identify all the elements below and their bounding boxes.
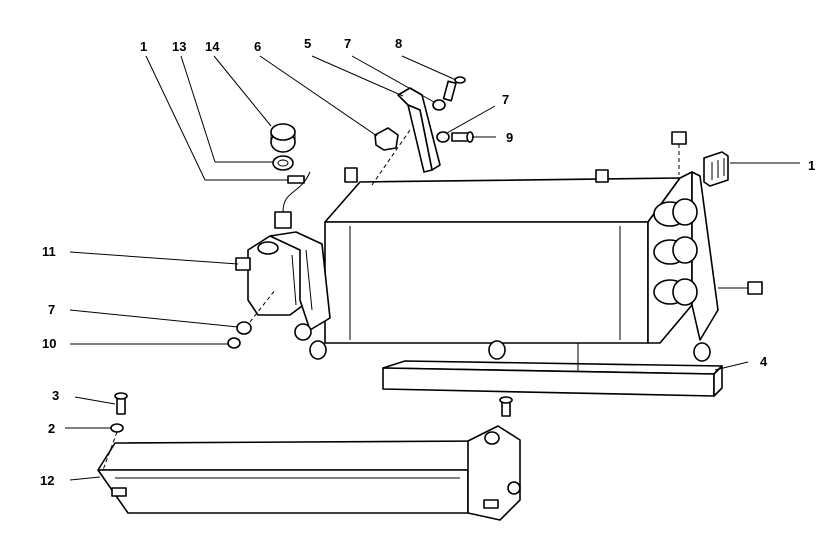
callout-9: 9 (506, 130, 513, 145)
part-1-pin (287, 175, 305, 184)
part-6-clip (374, 127, 399, 151)
callout-14: 14 (205, 39, 220, 54)
callout-13: 13 (172, 39, 186, 54)
callout-7-top: 7 (344, 36, 351, 51)
part-7-washer-left (236, 321, 252, 335)
leader-lines (65, 55, 800, 481)
callout-4: 4 (760, 354, 768, 369)
part-5-bracket (397, 87, 441, 173)
part-8-screw (442, 76, 466, 102)
part-3-screw-right (499, 396, 513, 417)
part-7-washer-mid (436, 131, 450, 143)
part-1-connector-block (703, 151, 729, 187)
callout-2: 2 (48, 421, 55, 436)
callout-10: 10 (42, 336, 56, 351)
part-3-screw (114, 392, 128, 415)
callout-6: 6 (254, 39, 261, 54)
callout-1-top: 1 (140, 39, 147, 54)
callout-11: 11 (42, 244, 56, 259)
callout-1-right: 1 (808, 158, 815, 173)
part-4-foam-strip (382, 360, 723, 397)
callout-8: 8 (395, 36, 402, 51)
part-12-cover (97, 425, 521, 521)
part-2-washer (110, 423, 124, 433)
callout-5: 5 (304, 36, 311, 51)
callouts: 1 13 14 6 5 7 8 7 9 1 11 7 10 4 3 2 12 (40, 36, 815, 488)
part-14-bushing (270, 123, 296, 153)
callout-7-left: 7 (48, 302, 55, 317)
part-10-nut (227, 337, 241, 349)
heater-core-assembly (309, 131, 763, 372)
part-9-screw (451, 131, 474, 143)
part-11-valve-assembly (235, 171, 331, 341)
part-13-ring (272, 155, 294, 171)
callout-3: 3 (52, 388, 59, 403)
callout-7-mid: 7 (502, 92, 509, 107)
callout-12: 12 (40, 473, 54, 488)
part-7-washer-top (432, 99, 446, 111)
